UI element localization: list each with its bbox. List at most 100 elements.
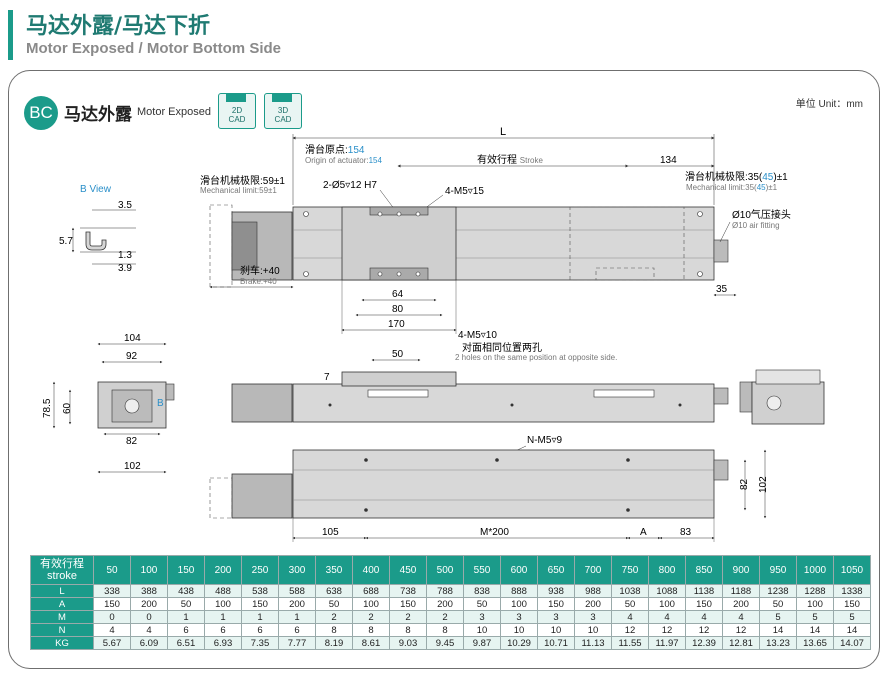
opposite-holes-en: 2 holes on the same position at opposite… [455,353,617,362]
table-cell: 638 [315,584,353,598]
table-cell: 8.19 [315,636,353,650]
table-cell: 4 [648,610,686,624]
stroke-label: 有效行程 Stroke [477,153,543,166]
table-cell: 788 [426,584,464,598]
b-view-label: B View [80,184,112,195]
floppy-icon [226,93,246,102]
table-cell: 12.81 [722,636,760,650]
top-view: L 滑台原点:154 Origin of actuator:154 有效行程 S… [200,126,791,341]
model-badge: BC [24,96,58,130]
stroke-value-cell: 150 [167,555,205,585]
table-cell: 11.55 [611,636,649,650]
stroke-value-cell: 650 [537,555,575,585]
dim-64: 64 [392,289,404,300]
mech-limit-left-cn: 滑台机械极限:59±1 [200,174,285,187]
mech-limit-left-en: Mechanical limit:59±1 [200,186,277,195]
table-cell: 200 [130,597,168,611]
table-cell: 14.07 [833,636,871,650]
stroke-value-cell: 450 [389,555,427,585]
table-cell: 10 [574,623,612,637]
right-end-view [739,369,825,425]
table-cell: 388 [130,584,168,598]
table-cell: 3 [463,610,501,624]
stroke-header-cn: 有效行程 [40,558,84,570]
table-cell: 688 [352,584,390,598]
cad-2d-word: CAD [228,115,246,124]
table-cell: 14 [833,623,871,637]
hole-2-label: 2-Ø5▿12 H7 [323,180,377,191]
table-cell: 1 [241,610,279,624]
section-title: 马达外露 [64,105,132,125]
table-cell: 588 [278,584,316,598]
table-cell: 12 [685,623,723,637]
table-cell: 1188 [722,584,760,598]
table-cell: 1 [167,610,205,624]
table-cell: 50 [167,597,205,611]
table-cell: 9.45 [426,636,464,650]
table-cell: 1338 [833,584,871,598]
table-cell: 100 [352,597,390,611]
table-cell: 5.67 [93,636,131,650]
stroke-value-cell: 250 [241,555,279,585]
table-cell: 200 [426,597,464,611]
table-cell: 200 [278,597,316,611]
table-cell: 200 [574,597,612,611]
stroke-value-cell: 950 [759,555,797,585]
mech-limit-right-cn: 滑台机械极限:35(45)±1 [685,170,788,183]
page-subtitle: Motor Exposed / Motor Bottom Side [26,40,281,57]
dim-102: 102 [124,461,141,472]
table-cell: 100 [204,597,242,611]
table-cell: 6.09 [130,636,168,650]
table-cell: 2 [315,610,353,624]
table-cell: 988 [574,584,612,598]
stroke-value-cell: 850 [685,555,723,585]
hole-n-m5-9-label: N-M5▿9 [527,435,562,446]
table-cell: 1088 [648,584,686,598]
table-cell: 8 [426,623,464,637]
table-cell: 150 [241,597,279,611]
bottom-motor [231,473,293,519]
b-view-profile [85,231,107,251]
cad-3d-label: 3D [277,106,289,115]
row-label-cell: L [30,584,94,598]
table-cell: 2 [426,610,464,624]
stroke-header-en: stroke [47,570,77,582]
table-cell: 200 [722,597,760,611]
dim-104: 104 [124,333,141,344]
table-cell: 50 [611,597,649,611]
stroke-value-cell: 1050 [833,555,871,585]
cad-2d-label: 2D [231,106,243,115]
air-fitting [713,239,729,263]
table-cell: 9.87 [463,636,501,650]
table-cell: 10.71 [537,636,575,650]
dim-83: 83 [680,527,692,538]
hole-4-m5-10-label: 4-M5▿10 [458,330,497,341]
stroke-value-cell: 200 [204,555,242,585]
row-label-cell: A [30,597,94,611]
table-cell: 5 [833,610,871,624]
dim-82-side: 82 [739,478,750,490]
table-cell: 5 [796,610,834,624]
row-label-cell: M [30,610,94,624]
table-cell: 12 [722,623,760,637]
dim-5-7: 5.7 [59,236,73,247]
table-cell: 10 [500,623,538,637]
brake-en: Brake:+40 [240,277,277,286]
table-cell: 2 [352,610,390,624]
hole-4-label: 4-M5▿15 [445,186,484,197]
dim-3-9: 3.9 [118,263,132,274]
title-accent-bar [8,10,13,60]
table-cell: 10.29 [500,636,538,650]
stroke-value-cell: 100 [130,555,168,585]
dim-102-side: 102 [758,476,769,493]
row-label-cell: KG [30,636,94,650]
table-cell: 100 [500,597,538,611]
table-cell: 6.93 [204,636,242,650]
table-cell: 13.65 [796,636,834,650]
table-cell: 7.77 [278,636,316,650]
table-cell: 6 [278,623,316,637]
